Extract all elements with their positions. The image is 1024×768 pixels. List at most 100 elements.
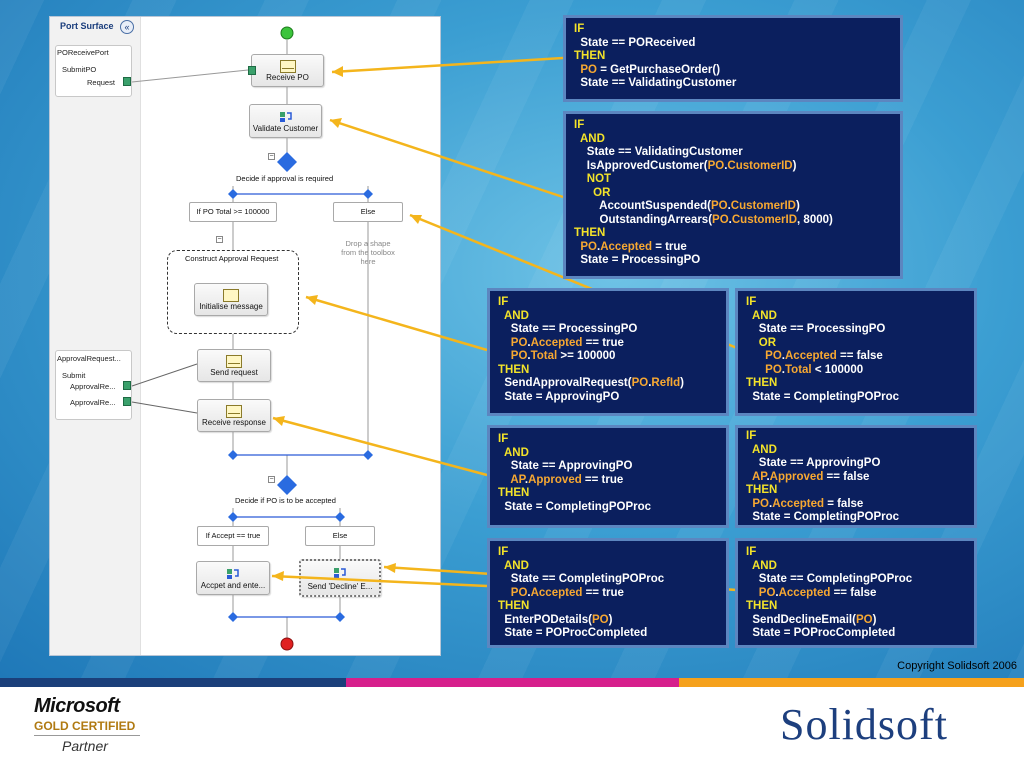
- arrow-head-icon: [332, 66, 343, 77]
- approval-port[interactable]: [55, 350, 132, 420]
- rule-line: State == ApprovingPO: [746, 457, 881, 469]
- receive-port[interactable]: [55, 45, 132, 97]
- shape-label: Send request: [210, 368, 258, 377]
- port-operation: Submit: [62, 371, 86, 380]
- shape-label: Accpet and ente...: [200, 581, 266, 590]
- port-link: [131, 363, 198, 387]
- shape-label: Initialise message: [199, 302, 263, 311]
- start-icon: [280, 26, 294, 40]
- shape-label: Receive PO: [266, 73, 309, 82]
- rule-line: State = POProcCompleted: [746, 627, 896, 639]
- rule-line: State = POProcCompleted: [498, 627, 648, 639]
- callout-arrow: [272, 416, 488, 477]
- port-connector-icon[interactable]: [123, 381, 131, 390]
- collapse-icon[interactable]: «: [120, 20, 134, 34]
- rule-line: OutstandingArrears(PO.CustomerID, 8000): [574, 213, 833, 226]
- rule-line: AP.Approved == false: [751, 470, 870, 483]
- branch-rule-2[interactable]: If Accept == true: [197, 526, 269, 546]
- logo-divider: [34, 735, 140, 736]
- initialise-message-shape[interactable]: Initialise message: [194, 283, 268, 316]
- rule-line: State = ApprovingPO: [498, 390, 620, 403]
- branch-bars: [233, 193, 368, 618]
- rule-line: IF: [574, 119, 585, 131]
- rule-line: State == CompletingPOProc: [746, 573, 913, 585]
- ms-gold-text: GOLD CERTIFIED: [34, 719, 136, 733]
- rule-line: State == ValidatingCustomer: [574, 77, 737, 89]
- rule-line: AND: [746, 309, 777, 322]
- port-link: [131, 401, 198, 414]
- join-icon: [228, 612, 238, 622]
- port-operation: SubmitPO: [62, 65, 97, 74]
- arrow-head-icon: [410, 215, 422, 224]
- rule-line: OR: [746, 336, 777, 349]
- solidsoft-logo-text: Solidsoft: [780, 700, 948, 749]
- accept-shape[interactable]: Accpet and ente...: [196, 561, 270, 595]
- decide-diamond-icon: [277, 152, 297, 172]
- rule-line: AND: [746, 443, 777, 456]
- rule-line: State == ProcessingPO: [746, 323, 886, 335]
- join-icon: [335, 612, 345, 622]
- port-link: [131, 69, 249, 83]
- envelope-icon: [226, 405, 242, 418]
- construct-message-scope[interactable]: [167, 250, 299, 334]
- rule-line: THEN: [498, 600, 530, 612]
- rule-line: PO.Accepted = true: [580, 240, 687, 253]
- rule-line: PO.Accepted == false: [758, 586, 877, 599]
- callout-arrow: [305, 295, 488, 352]
- collapse-shape-icon[interactable]: −: [268, 476, 275, 483]
- envelope-icon: [226, 355, 242, 368]
- rule-line: State == ApprovingPO: [498, 460, 633, 472]
- port-connector-icon[interactable]: [123, 77, 131, 86]
- receive-response-shape[interactable]: Receive response: [197, 399, 271, 432]
- callout-arrow: [329, 118, 564, 199]
- footer: Microsoft GOLD CERTIFIED Partner Solidso…: [0, 687, 1024, 768]
- collapse-shape-icon[interactable]: −: [216, 236, 223, 243]
- port-message: ApprovalRe...: [70, 398, 116, 407]
- rule-line: THEN: [746, 600, 778, 612]
- call-rules-icon: [226, 567, 240, 580]
- rule-line: AND: [746, 559, 777, 572]
- rule-box-5: IF AND State == ApprovingPO AP.Approved …: [487, 425, 729, 528]
- port-connector-icon[interactable]: [123, 397, 131, 406]
- branch-rule-1[interactable]: If PO Total >= 100000: [189, 202, 277, 222]
- validate-customer-shape[interactable]: Validate Customer: [249, 104, 322, 138]
- rule-line: IF: [574, 23, 585, 35]
- rule-line: IF: [498, 546, 509, 558]
- stripe-orange: [679, 678, 1024, 687]
- call-rules-icon: [333, 566, 347, 579]
- rule-line: IF: [746, 430, 757, 442]
- branch-else-1[interactable]: Else: [333, 202, 403, 222]
- call-rules-icon: [279, 110, 293, 123]
- receive-po-shape[interactable]: Receive PO: [251, 54, 324, 87]
- join-icon: [228, 512, 238, 522]
- envelope-icon: [279, 60, 296, 73]
- rule-line: THEN: [574, 50, 606, 62]
- decide-label: Decide if approval is required: [236, 174, 334, 183]
- rule-line: THEN: [498, 487, 530, 499]
- rule-box-3: IF AND State == ProcessingPO PO.Accepted…: [487, 288, 729, 416]
- shape-label: Receive response: [201, 418, 267, 427]
- rule-line: PO.Accepted = false: [752, 497, 864, 510]
- rule-line: State == POReceived: [574, 36, 696, 49]
- callout-arrow: [331, 56, 564, 74]
- rule-line: State == ValidatingCustomer: [574, 146, 743, 158]
- rule-line: NOT: [574, 173, 612, 185]
- join-icon: [363, 189, 373, 199]
- rule-box-8: IF AND State == CompletingPOProc PO.Acce…: [735, 538, 977, 648]
- rule-line: AND: [498, 559, 529, 572]
- branch-else-2[interactable]: Else: [305, 526, 375, 546]
- microsoft-partner-logo: Microsoft GOLD CERTIFIED Partner: [34, 695, 154, 754]
- rule-line: State = ProcessingPO: [574, 254, 701, 266]
- arrow-head-icon: [306, 295, 318, 305]
- rule-line: THEN: [498, 363, 530, 376]
- construct-label: Construct Approval Request: [185, 254, 279, 263]
- send-request-shape[interactable]: Send request: [197, 349, 271, 382]
- rule-line: IF: [498, 296, 509, 308]
- rule-line: State == ProcessingPO: [498, 323, 638, 335]
- collapse-shape-icon[interactable]: −: [268, 153, 275, 160]
- rule-line: AND: [574, 132, 605, 145]
- rule-line: PO.Accepted == true: [510, 586, 624, 599]
- rule-line: PO.Accepted == false: [765, 350, 883, 362]
- stripe-magenta: [346, 678, 679, 687]
- decide-label: Decide if PO is to be accepted: [235, 496, 336, 505]
